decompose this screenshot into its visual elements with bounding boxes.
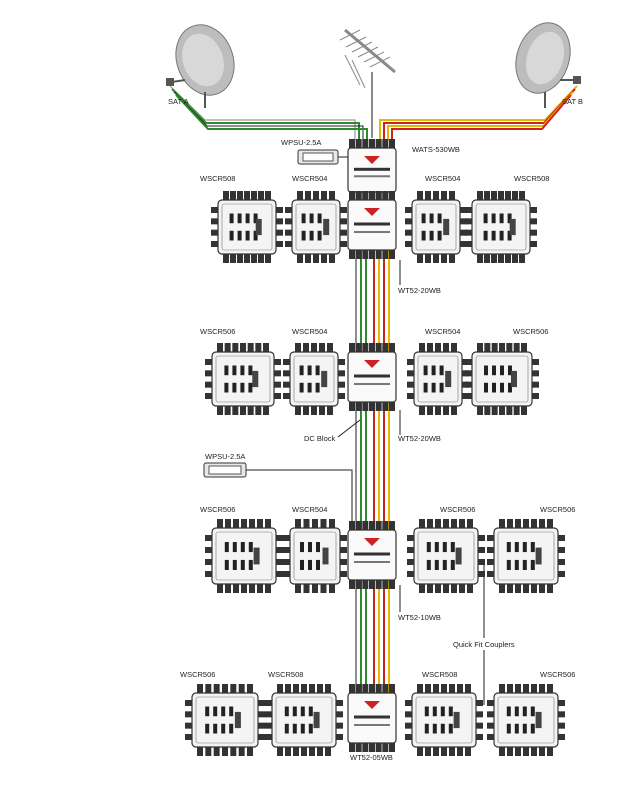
module-wscr504 — [405, 191, 467, 263]
module-label: WSCR504 — [292, 327, 327, 336]
module-wscr506 — [407, 519, 485, 593]
module-wscr506 — [487, 684, 565, 756]
trunk-wires-sat-b — [379, 85, 578, 140]
wpsu-mid-label: WPSU-2.5A — [205, 452, 245, 461]
module-label: WSCR506 — [200, 327, 235, 336]
module-label: WSCR506 — [180, 670, 215, 679]
wt-label-1: WT52-20WB — [398, 286, 441, 295]
quick-fit-label: Quick Fit Couplers — [453, 640, 515, 649]
wats-label: WATS-530WB — [412, 145, 460, 154]
satellite-dish-a-icon — [166, 24, 235, 108]
module-wscr506 — [487, 519, 565, 593]
dc-block-pointer — [337, 419, 361, 438]
power-supply-icon — [203, 462, 353, 535]
wpsu-top-label: WPSU-2.5A — [281, 138, 321, 147]
module-label: WSCR506 — [540, 505, 575, 514]
module-label: WSCR506 — [440, 505, 475, 514]
module-label: WSCR508 — [514, 174, 549, 183]
wt52-tap-4 — [347, 684, 397, 752]
module-wscr508 — [211, 191, 283, 263]
module-wscr506 — [185, 684, 265, 756]
module-label: WSCR506 — [200, 505, 235, 514]
wt-label-2: WT52-20WB — [398, 434, 441, 443]
module-label: WSCR508 — [422, 670, 457, 679]
module-label: WSCR508 — [200, 174, 235, 183]
module-wscr504 — [283, 519, 347, 593]
module-wscr504 — [283, 343, 345, 415]
module-wscr504 — [407, 343, 469, 415]
wt52-tap-1 — [347, 191, 397, 259]
module-wscr506 — [205, 519, 283, 593]
sat-b-label: SAT B — [562, 97, 583, 106]
power-supply-icon — [297, 149, 350, 165]
satellite-dish-b-icon — [515, 22, 581, 108]
module-wscr508 — [405, 684, 483, 756]
module-label: WSCR504 — [425, 327, 460, 336]
module-label: WSCR506 — [540, 670, 575, 679]
module-wscr508 — [465, 191, 537, 263]
module-label: WSCR506 — [513, 327, 548, 336]
dc-block-label: DC Block — [304, 434, 336, 443]
trunk-wires-sat-a — [169, 85, 368, 140]
wt-label-4: WT52-05WB — [350, 753, 393, 762]
wt52-tap-3 — [347, 521, 397, 589]
module-label: WSCR508 — [268, 670, 303, 679]
wt-label-3: WT52-10WB — [398, 613, 441, 622]
sat-a-label: SAT A — [168, 97, 189, 106]
cascade-trunk-wires — [355, 250, 390, 700]
module-label: WSCR504 — [292, 174, 327, 183]
terrestrial-antenna-icon — [339, 28, 396, 138]
module-wscr506 — [465, 343, 539, 415]
module-wscr506 — [205, 343, 281, 415]
module-wscr508 — [265, 684, 343, 756]
module-label: WSCR504 — [292, 505, 327, 514]
module-wscr504 — [285, 191, 347, 263]
module-label: WSCR504 — [425, 174, 460, 183]
wt52-tap-2 — [347, 343, 397, 411]
